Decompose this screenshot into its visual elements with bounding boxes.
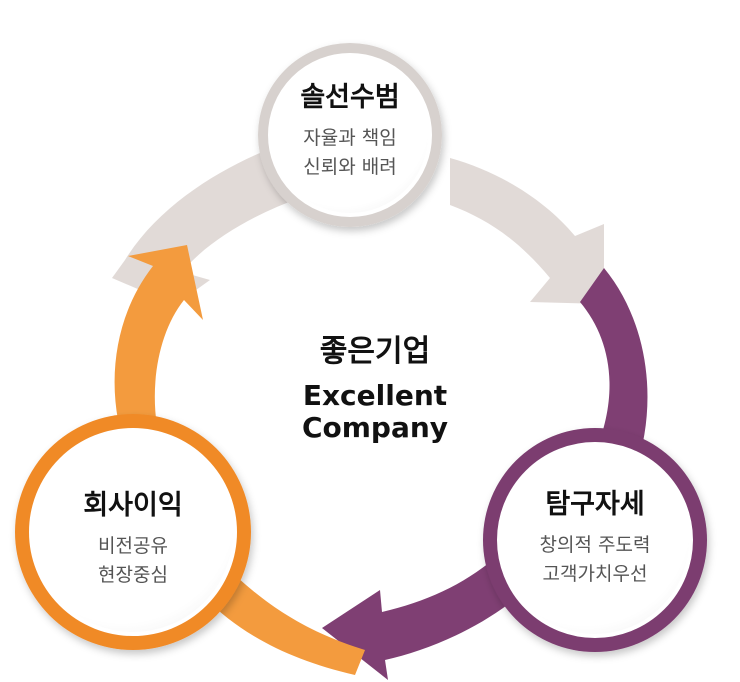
top-node-title: 솔선수범 [300,82,400,113]
center-subtitle-line-2: Company [301,410,449,444]
gray-arrow-right [450,158,604,304]
left-node-line-1: 비전공유 [98,535,168,557]
top-node-line-1: 자율과 책임 [303,127,397,149]
right-node-line-1: 창의적 주도력 [539,534,651,556]
top-node-line-2: 신뢰와 배려 [303,156,397,179]
right-node-line-2: 고객가치우선 [542,563,648,586]
left-node-title: 회사이익 [83,490,183,521]
top-node-text: 솔선수범 자율과 책임 신뢰와 배려 [260,75,440,183]
purple-arrow-bottom [322,558,532,680]
center-title: 좋은기업 [319,334,431,369]
left-node-text: 회사이익 비전공유 현장중심 [43,483,223,591]
top-node-circle [258,43,442,227]
center-label: 좋은기업 Excellent Company [260,334,490,444]
left-node-circle [15,414,251,650]
center-subtitle-line-1: Excellent [302,378,448,412]
orange-arrow-bottom [205,563,365,675]
right-node-title: 탐구자세 [545,489,645,520]
left-node-line-2: 현장중심 [98,564,168,587]
right-node-text: 탐구자세 창의적 주도력 고객가치우선 [505,482,685,590]
orange-arrow-left [114,245,203,426]
right-node-circle [483,428,707,652]
